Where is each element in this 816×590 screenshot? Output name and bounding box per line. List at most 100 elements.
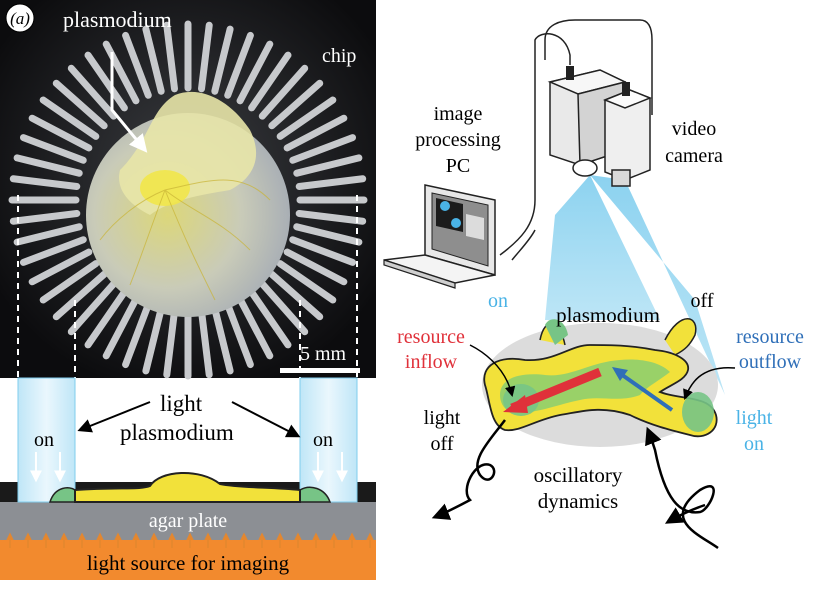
plasmodium-right-node <box>682 392 714 432</box>
inflow-arrow-head <box>503 395 528 413</box>
inflow-label-line2: inflow <box>405 351 458 373</box>
chip-lane <box>283 114 348 152</box>
chip-lane <box>102 295 140 360</box>
chip-lane <box>224 31 254 99</box>
chip-lane <box>142 25 165 95</box>
camera-label-line1: video <box>672 118 716 140</box>
plasmodium-pointer-arrow <box>110 52 148 153</box>
light-source-label: light source for imaging <box>87 551 290 575</box>
on-label: on <box>488 290 508 312</box>
projector-lens <box>572 159 598 177</box>
plasmodium-3d-label: plasmodium <box>556 303 660 327</box>
oscillation-path-right-tail <box>664 503 706 524</box>
oscillation-path-right <box>645 426 719 550</box>
plasmodium-arm-top-right <box>664 318 697 356</box>
camera-cable-top <box>544 19 653 115</box>
chip-lane <box>289 134 357 164</box>
light-source <box>0 540 376 580</box>
chip-lane <box>142 305 165 375</box>
light-on-label-line2: on <box>744 433 764 455</box>
chip-lane <box>122 31 152 99</box>
chip-lane <box>84 288 128 349</box>
camera-connector <box>622 82 630 96</box>
outflow-label-line2: outflow <box>739 351 802 373</box>
chip-lane <box>13 223 83 246</box>
inflow-arrow-shaft <box>510 367 602 413</box>
chip-photo: (a) plasmodium chip 5 mm <box>0 0 376 380</box>
chip-lane <box>293 223 363 246</box>
chip-lane <box>295 175 367 190</box>
on-label-left: on <box>34 429 54 451</box>
chip-lane <box>9 175 81 190</box>
chip-lane <box>211 305 234 375</box>
imaging-light-arrows <box>6 532 374 548</box>
camera-label-line2: camera <box>665 145 723 167</box>
plasmodium-top-node <box>545 319 568 345</box>
chip-label: chip <box>322 45 356 67</box>
inflow-pointer <box>469 344 516 398</box>
chip-lane <box>276 260 337 304</box>
scale-bar <box>280 368 360 373</box>
pc-label-line2: processing <box>415 129 501 151</box>
chip-lane <box>13 154 83 177</box>
projector-connector <box>566 66 574 80</box>
screen-spot-1 <box>440 201 450 211</box>
oscillatory-label-line1: oscillatory <box>534 463 623 487</box>
screen-spot-2 <box>451 218 461 228</box>
chip-lane <box>268 270 324 321</box>
chip-lane <box>289 236 357 266</box>
chip-lane <box>9 210 81 225</box>
chip-lane <box>248 288 292 349</box>
on-label-right: on <box>313 429 333 451</box>
light-beam-left <box>545 175 660 320</box>
chip-lane <box>276 96 337 140</box>
pc-base-edge <box>383 259 456 289</box>
inflow-label-line1: resource <box>397 326 465 348</box>
pc-label-line3: PC <box>446 155 470 177</box>
chip-lane <box>283 248 348 286</box>
oscillation-path-left <box>431 419 506 520</box>
chip-lane <box>236 295 274 360</box>
agar-label: agar plate <box>149 510 227 532</box>
plasmodium-center <box>140 170 190 206</box>
outflow-arrow-head <box>612 367 628 381</box>
scale-label: 5 mm <box>300 343 347 365</box>
chip-lane <box>211 25 234 95</box>
outflow-arrow-shaft <box>616 370 674 412</box>
chip-lane <box>248 51 292 112</box>
light-pointer-right <box>231 401 301 438</box>
pc-label-line1: image <box>434 103 483 125</box>
light-off-label-line1: light <box>424 407 461 429</box>
outflow-label-line1: resource <box>736 326 804 348</box>
chip-lane <box>52 79 108 130</box>
chip-lane <box>258 64 309 120</box>
chip-lane <box>293 154 363 177</box>
panel-tag-circle <box>5 3 35 33</box>
chip-lane <box>39 96 100 140</box>
setup-diagram: image processing PC video camera on off … <box>383 19 804 550</box>
pc-cable <box>511 229 536 261</box>
chip-lane <box>19 134 87 164</box>
light-arrows <box>30 452 348 483</box>
chip-lane <box>163 21 178 93</box>
chip-lane <box>224 301 254 369</box>
chip-lane <box>28 114 93 152</box>
cross-section: on on light plasmodium agar plate light … <box>0 377 376 580</box>
chip-lane <box>295 210 367 225</box>
plasmodium-under-light-right <box>299 486 332 503</box>
camera-lens <box>611 169 631 187</box>
light-on-label-line1: light <box>736 407 773 429</box>
camera-top <box>602 89 653 109</box>
chip-lane <box>268 79 324 130</box>
camera-cable <box>499 33 571 256</box>
chip-lane <box>198 307 213 379</box>
oscillatory-label-line2: dynamics <box>538 489 618 513</box>
chip-lane <box>19 236 87 266</box>
plasmodium-veins <box>99 179 271 301</box>
chip-lane <box>258 280 309 336</box>
light-off-label-line2: off <box>431 433 454 455</box>
plasmodium-cross-section <box>74 472 301 503</box>
light-label: light <box>160 391 203 416</box>
chip-lane <box>163 307 178 379</box>
projection-lines <box>17 195 358 378</box>
